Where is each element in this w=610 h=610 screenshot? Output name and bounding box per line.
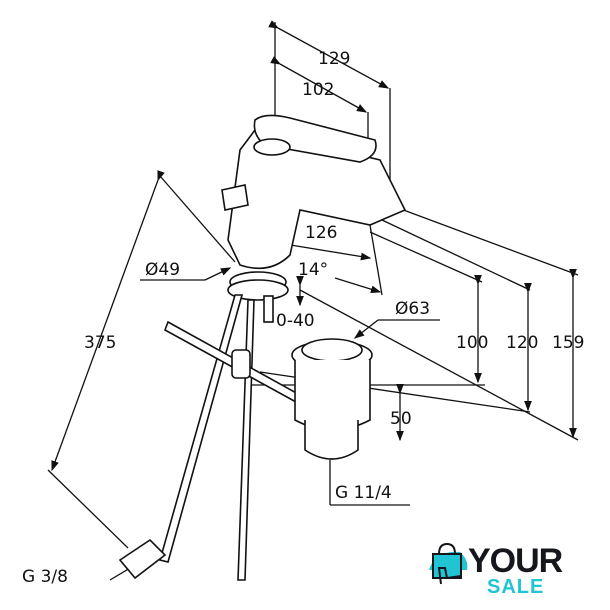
dim-dia63: Ø63	[395, 299, 430, 319]
shopping-bag-icon	[429, 542, 468, 585]
dim-100: 100	[456, 333, 488, 353]
dim-thread-supply: G 3/8	[22, 567, 68, 587]
faucet-body	[118, 114, 407, 581]
dim-angle: 14°	[298, 260, 328, 280]
dim-50: 50	[390, 409, 412, 429]
dim-126: 126	[305, 223, 337, 243]
drain-waste	[291, 338, 373, 460]
dimension-labels: 129 102 126 14° Ø49 Ø63 0-40 375 100 120…	[22, 49, 584, 587]
dim-102: 102	[302, 80, 334, 100]
dim-375: 375	[84, 333, 116, 353]
logo-text-sale: SALE	[487, 576, 545, 598]
dim-120: 120	[506, 333, 538, 353]
dim-159: 159	[552, 333, 584, 353]
dim-129: 129	[318, 49, 350, 69]
dim-thread-drain: G 11/4	[335, 483, 392, 503]
dimension-lines	[47, 20, 579, 581]
dim-adjust: 0-40	[276, 311, 315, 331]
dim-dia49: Ø49	[145, 260, 180, 280]
logo-text-your: YOUR	[468, 542, 563, 580]
brand-logo: YOUR SALE	[425, 540, 575, 602]
